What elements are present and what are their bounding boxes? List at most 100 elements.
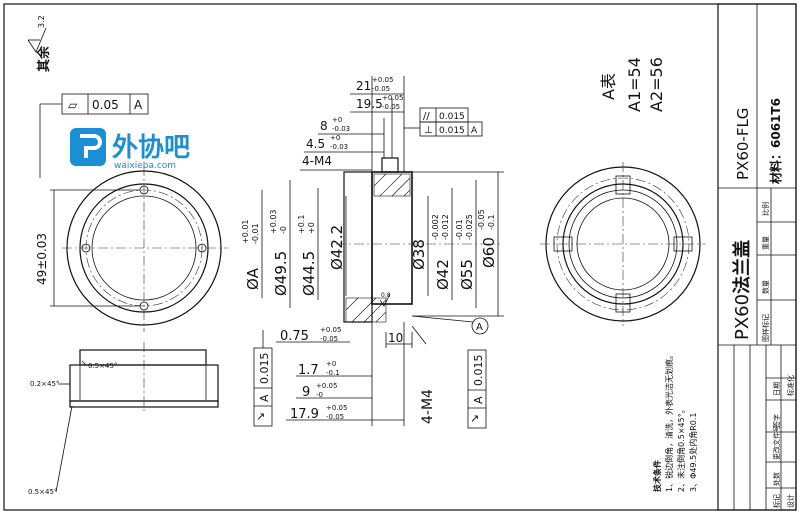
dim-1-7-base: 1.7 — [298, 363, 319, 378]
dim-42-2: Ø42.2 — [328, 225, 346, 270]
dim-42-up: -0.002 — [431, 214, 440, 240]
runout-frame-right: 0.015 A ↗ — [467, 349, 487, 429]
flatness-datum: A — [134, 98, 143, 112]
rev-col-date: 日期 — [773, 382, 781, 396]
watermark-logo: 外协吧 waixieba.com — [70, 128, 190, 171]
title-block: PX60-FLG 材料：6061T6 PX60法兰盖 图样标记 数量 重量 比例… — [717, 3, 797, 511]
row-standard: 标准化 — [786, 375, 795, 396]
dim-44-5-up: +0.1 — [297, 215, 306, 234]
dim-17-9-base: 17.9 — [290, 407, 319, 422]
dim-21-low: -0.05 — [372, 85, 390, 93]
a-table-title: A表 — [599, 73, 618, 100]
runout-right-value: 0.015 — [472, 355, 485, 387]
flatness-frame: ▱ 0.05 A — [39, 93, 149, 178]
flatness-value: 0.05 — [92, 98, 119, 112]
small-roughness-value: 0.8 — [381, 292, 391, 299]
dim-60-base: Ø60 — [480, 237, 498, 268]
roughness-note-label: 其余 — [36, 45, 52, 72]
header-qty: 数量 — [761, 280, 770, 294]
dim-0-75-base: 0.75 — [280, 329, 309, 344]
side-view: 0.5×45° 0.2×45° 0.5×45° — [28, 342, 219, 496]
right-view — [540, 162, 706, 326]
tech-notes: 技术条件 1、锐边倒角，清洗，外表光洁无划痕。 2、未注倒角0.5×45°。 3… — [652, 351, 698, 492]
dim-49-5-base: Ø49.5 — [272, 251, 290, 296]
tech-notes-line2: 2、未注倒角0.5×45°。 — [676, 405, 686, 492]
runout-left-value: 0.015 — [258, 353, 271, 385]
roughness-value: 3.2 — [37, 15, 46, 28]
flatness-symbol-icon: ▱ — [68, 98, 78, 112]
header-scale: 比例 — [761, 202, 770, 216]
dim-19-5-base: 19.5 — [356, 97, 383, 111]
dim-38: Ø38 — [410, 239, 428, 270]
tech-notes-line1: 1、锐边倒角，清洗，外表光洁无划痕。 — [664, 351, 674, 492]
runout-right-datum: A — [472, 396, 485, 404]
dim-8-up: +0 — [332, 116, 342, 124]
dim-60-low: -0.1 — [487, 214, 496, 230]
chamfer-label-1: 0.5×45° — [88, 362, 117, 370]
dim-phiA-base: ØA — [244, 267, 262, 290]
dim-55-low: -0.025 — [465, 214, 474, 240]
dim-9-low: -0 — [316, 391, 323, 399]
watermark-url: waixieba.com — [114, 161, 176, 171]
datum-circle — [471, 317, 489, 335]
svg-text:21: 21 — [356, 79, 371, 93]
parallel-symbol-icon: // — [423, 111, 430, 122]
dim-21-base: 21 — [356, 79, 371, 93]
dim-0-75-up: +0.05 — [320, 326, 341, 334]
dim-44-5-low: +0 — [307, 222, 316, 234]
dim-4-5-low: -0.03 — [330, 143, 348, 151]
part-number: PX60-FLG — [734, 108, 752, 180]
chamfer-label-2: 0.2×45° — [30, 380, 59, 388]
rev-col-mark: 标记 — [772, 494, 781, 508]
dim-49-5-up: +0.03 — [269, 209, 278, 234]
a-table-a1: A1=54 — [625, 57, 644, 112]
section-view: 21 +0.05 -0.05 19.5 +0.05 -0.05 8 +0 -0.… — [241, 76, 504, 429]
perp-value: 0.015 — [439, 126, 465, 136]
dim-4-5-up: +0 — [330, 134, 340, 142]
runout-left-icon: ↗ — [256, 410, 265, 423]
dim-17-9-low: -0.05 — [326, 413, 344, 421]
dim-1-7-up: +0 — [326, 360, 336, 368]
dim-19-5-up: +0.05 — [382, 94, 403, 102]
part-name-code: PX60法兰盖 — [731, 240, 753, 340]
tech-notes-title: 技术条件 — [652, 460, 662, 492]
part-name: 法兰盖 — [731, 240, 753, 294]
dim-49: 49±0.03 — [35, 233, 49, 285]
dim-42-low: -0.012 — [441, 214, 450, 240]
dim-44-5-base: Ø44.5 — [300, 251, 318, 296]
dim-4-5-base: 4.5 — [306, 137, 325, 151]
dim-1-7-low: -0.1 — [326, 369, 340, 377]
rev-col-count: 处数 — [772, 472, 781, 486]
chamfer-label-3: 0.5×45° — [28, 488, 57, 496]
roughness-note: 其余 3.2 — [27, 15, 52, 72]
dim-9-base: 9 — [302, 385, 310, 400]
dim-21-up: +0.05 — [372, 76, 393, 84]
m4-top-label: 4-M4 — [302, 154, 332, 168]
dim-17-9-up: +0.05 — [326, 404, 347, 412]
header-stage: 图样标记 — [761, 314, 770, 342]
a-table-a2: A2=56 — [647, 57, 666, 112]
material-label: 材料：6061T6 — [768, 98, 783, 185]
perp-symbol-icon: ⊥ — [424, 125, 433, 136]
dim-19-5-low: -0.05 — [382, 103, 400, 111]
datum-circle-label: A — [476, 322, 483, 333]
dim-55-base: Ø55 — [458, 259, 476, 290]
a-table: A表 A1=54 A2=56 — [599, 57, 666, 112]
perp-datum: A — [471, 126, 478, 136]
runout-left-datum: A — [258, 394, 271, 402]
dim-55-up: -0.01 — [455, 219, 464, 240]
dim-phiA-up: +0.01 — [241, 219, 250, 244]
front-view: 49±0.03 — [35, 166, 228, 332]
watermark-brand: 外协吧 — [112, 133, 190, 163]
parallel-value: 0.015 — [439, 112, 465, 122]
m4-bottom-label: 4-M4 — [420, 389, 436, 424]
runout-frame-left: 0.015 A ↗ — [253, 330, 273, 427]
dim-42-base: Ø42 — [434, 259, 452, 290]
row-design: 设计 — [786, 494, 795, 508]
tech-notes-line3: 3、Φ49.5处内角R0.1 — [688, 413, 698, 492]
header-weight: 重量 — [762, 236, 770, 250]
rev-col-doc: 更改文件号 — [772, 425, 781, 460]
dim-9-up: +0.05 — [316, 382, 337, 390]
dim-60-up: -0.05 — [477, 209, 486, 230]
